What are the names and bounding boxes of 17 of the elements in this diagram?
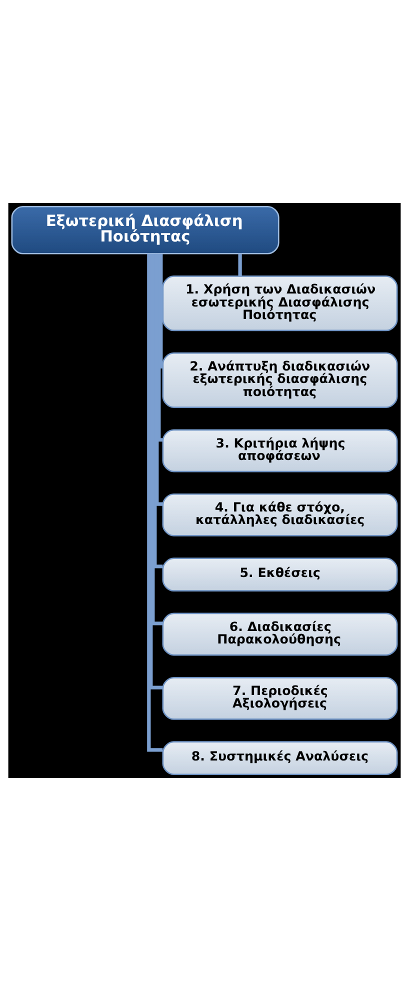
node-box: 3. Κριτήρια λήψης αποφάσεων (162, 429, 398, 472)
connector (238, 254, 242, 276)
node-box: 7. Περιοδικές Αξιολογήσεις (162, 676, 398, 720)
node-box: 8. Συστημικές Αναλύσεις (162, 741, 398, 776)
connector (151, 254, 163, 626)
connector (147, 254, 163, 752)
node-box: 4. Για κάθε στόχο, κατάλληλες διαδικασίες (162, 493, 398, 536)
connector (149, 254, 163, 690)
node-box: 1. Χρήση των Διαδικασιών εσωτερικής Διασφάλισης Ποιότητας (162, 276, 398, 332)
connector (155, 254, 163, 506)
node-box: Εξωτερική Διασφάλιση Ποιότητας (11, 206, 280, 254)
node-box: 6. Διαδικασίες Παρακολούθησης (162, 612, 398, 656)
connector (153, 254, 163, 568)
node-box: 2. Ανάπτυξη διαδικασιών εξωτερικής διασφάλισης ποιότητας (162, 352, 398, 408)
connector (159, 254, 163, 368)
connector (157, 254, 163, 442)
node-box: 5. Εκθέσεις (162, 558, 398, 592)
